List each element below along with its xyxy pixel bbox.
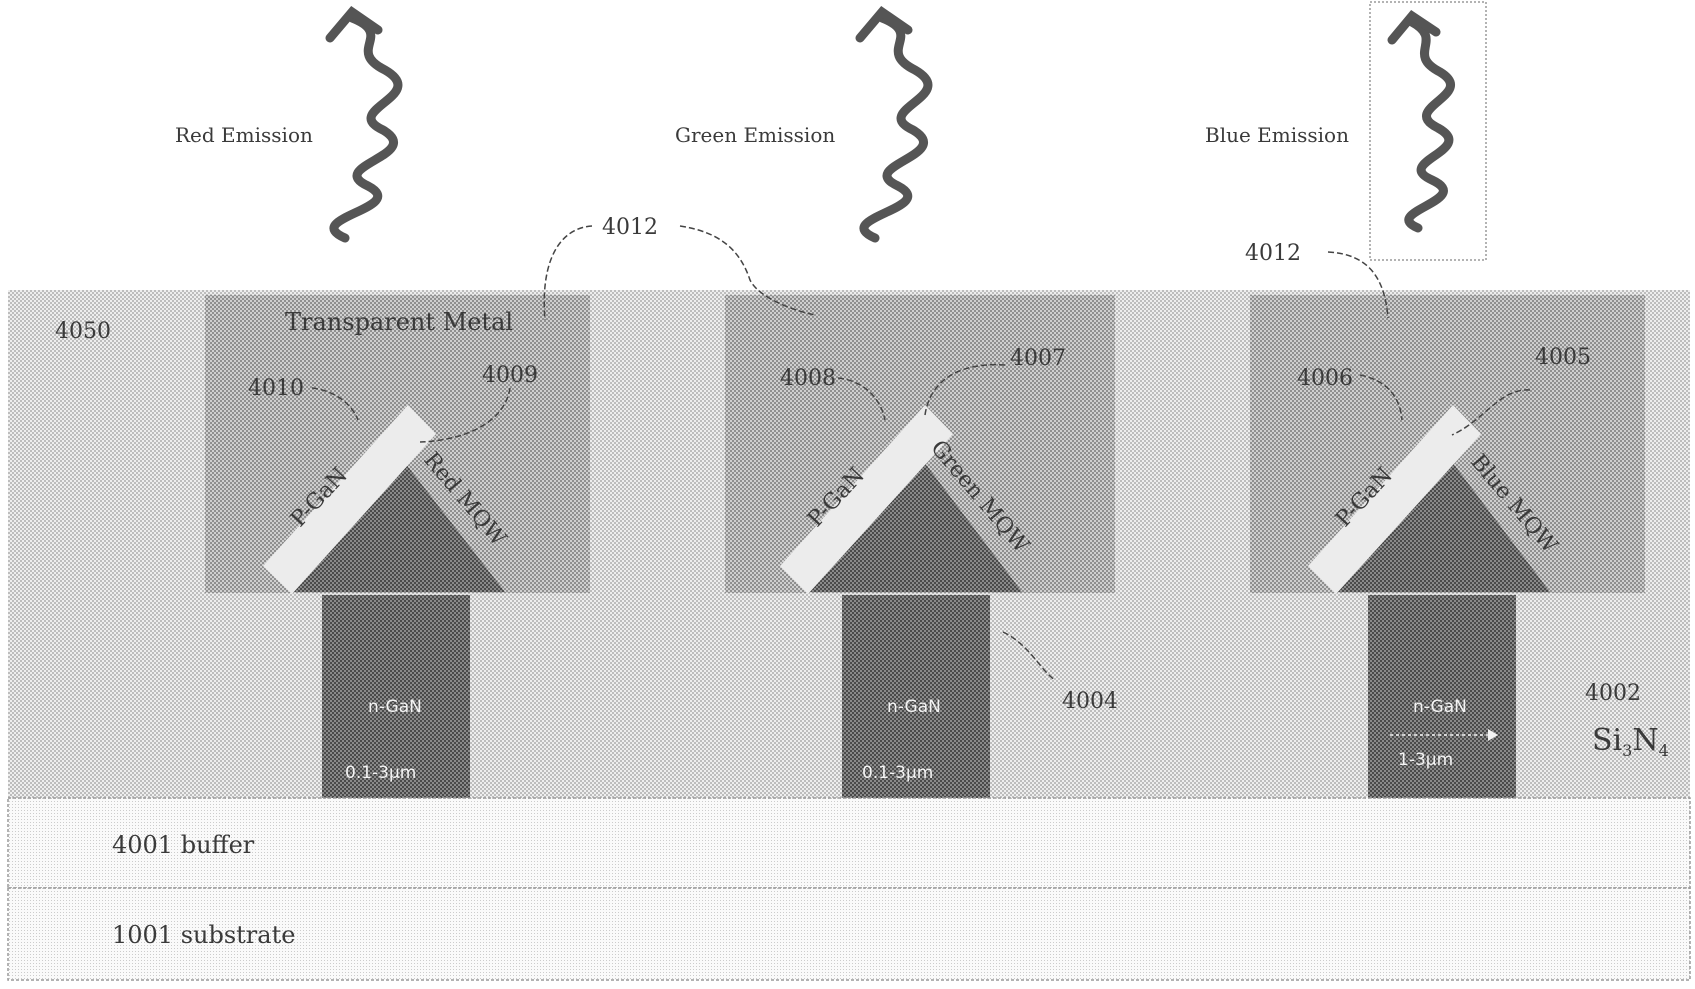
ref-4004: 4004	[1062, 689, 1118, 714]
blue-emission-label: Blue Emission	[1205, 123, 1349, 147]
buffer-label: 4001 buffer	[112, 831, 255, 859]
ngan-red-label: n-GaN	[368, 697, 422, 717]
ref-4012-a: 4012	[602, 215, 658, 240]
ref-4007: 4007	[1010, 346, 1066, 371]
ngan-green-label: n-GaN	[887, 697, 941, 717]
transparent-metal-label: Transparent Metal	[285, 308, 513, 336]
substrate-label: 1001 substrate	[112, 921, 295, 949]
blue-emission-wave-icon	[1392, 16, 1451, 228]
ref-4012-b: 4012	[1245, 241, 1301, 266]
ref-4008: 4008	[780, 366, 836, 391]
green-emission-wave-icon	[860, 12, 928, 238]
red-emission-label: Red Emission	[175, 123, 313, 147]
ref-4009: 4009	[482, 363, 538, 388]
ref-4010: 4010	[248, 376, 304, 401]
ref-4050: 4050	[55, 319, 111, 344]
red-emission-wave-icon	[330, 12, 398, 238]
ref-4006: 4006	[1297, 366, 1353, 391]
thick-red-label: 0.1-3μm	[345, 763, 416, 783]
green-emission-label: Green Emission	[675, 123, 835, 147]
ngan-blue-label: n-GaN	[1413, 697, 1467, 717]
buffer-layer	[8, 798, 1690, 888]
thick-blue-label: 1-3μm	[1398, 750, 1453, 770]
ref-4005: 4005	[1535, 345, 1591, 370]
thick-green-label: 0.1-3μm	[862, 763, 933, 783]
ref-4002: 4002	[1585, 681, 1641, 706]
